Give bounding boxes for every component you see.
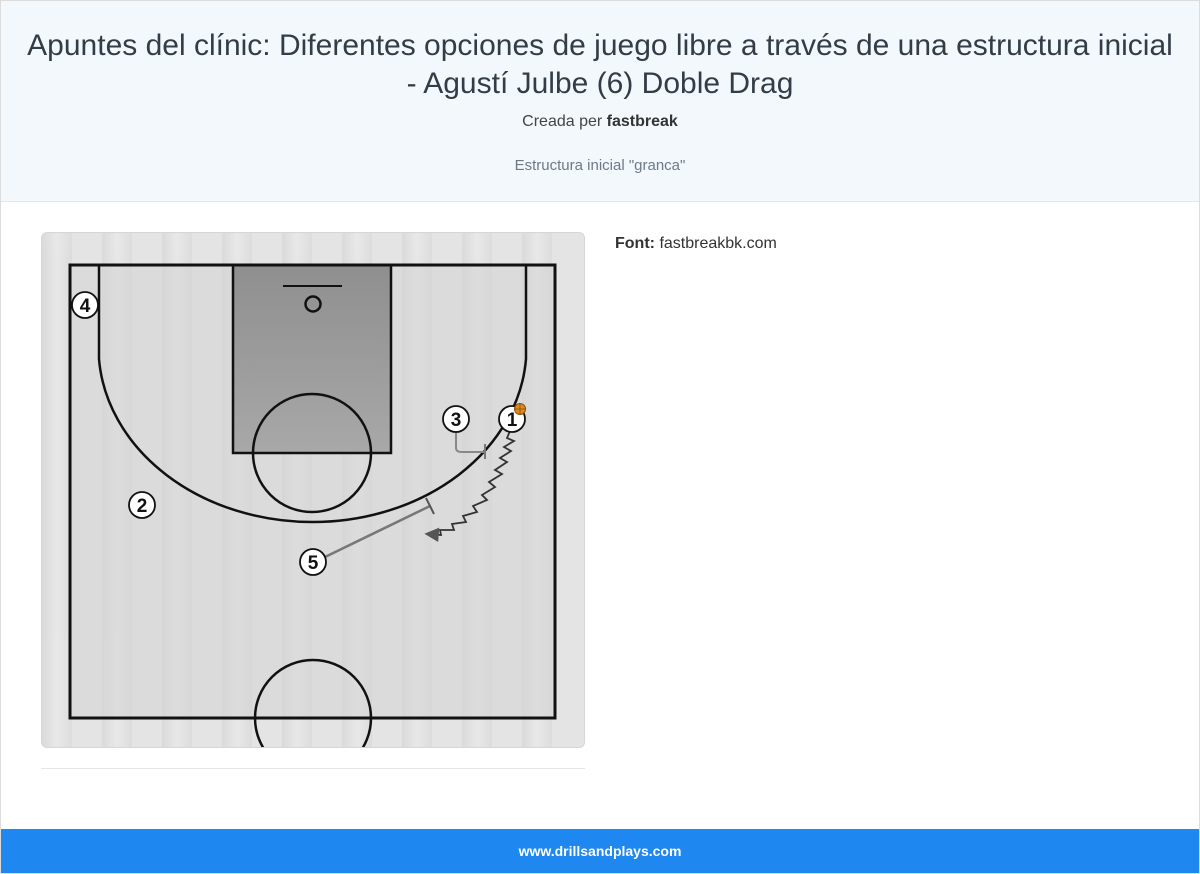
player-4-number: 4 [80,296,91,317]
player-4[interactable]: 4 [71,291,99,319]
paint-area [231,263,393,455]
free-throw-circle [251,392,373,514]
screen-line [324,504,431,559]
player-5[interactable]: 5 [299,548,327,576]
cut-path-3 [455,431,485,453]
site-footer: www.drillsandplays.com [1,829,1199,873]
player-1-number: 1 [507,410,518,431]
player-3[interactable]: 3 [442,405,470,433]
court-svg: 4 2 3 5 1 [42,233,584,747]
hoop [304,295,322,313]
player-2[interactable]: 2 [128,491,156,519]
player-5-number: 5 [308,553,319,574]
player-3-number: 3 [451,410,462,431]
court-diagram: 4 2 3 5 1 [41,232,585,748]
screen-cap [425,497,435,515]
page-header: Apuntes del clínic: Diferentes opciones … [1,1,1199,202]
author-byline: Creada per fastbreak [1,113,1199,131]
center-circle [253,658,373,747]
byline-prefix: Creada per [522,113,603,130]
source-value: fastbreakbk.com [659,235,777,252]
play-subtitle: Estructura inicial "granca" [514,157,686,174]
basketball-icon [514,403,526,415]
three-point-line [97,265,528,524]
source-label: Font: [615,235,655,252]
source-credit: Font: fastbreakbk.com [615,235,777,253]
player-2-number: 2 [137,496,148,517]
footer-site-link[interactable]: www.drillsandplays.com [518,843,682,859]
page-title: Apuntes del clínic: Diferentes opciones … [27,29,1173,100]
court-boundary [68,263,557,720]
dribble-arrow [424,430,516,543]
content-divider [41,768,585,769]
author-name[interactable]: fastbreak [606,113,678,130]
